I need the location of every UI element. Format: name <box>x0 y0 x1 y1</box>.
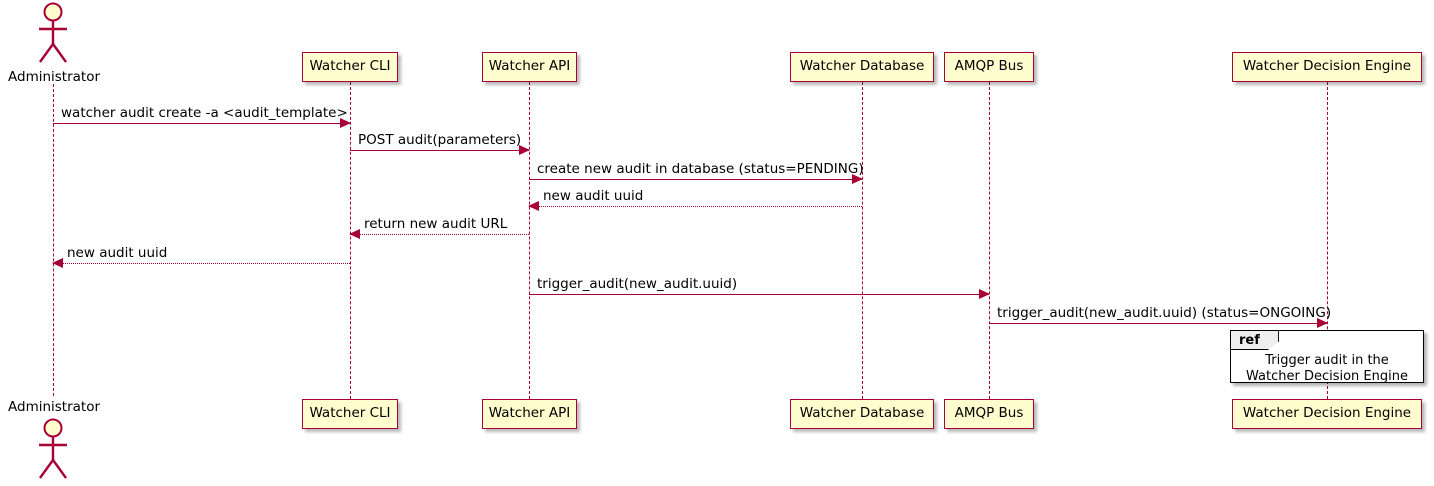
participant-label-watcher-api-footer: Watcher API <box>488 405 571 422</box>
message-m7: trigger_audit(new_audit.uuid) <box>529 277 990 299</box>
ref-fragment-line-1: Trigger audit in the <box>1265 353 1389 368</box>
message-m5: return new audit URL <box>349 217 529 239</box>
participant-label-decision-engine-footer: Watcher Decision Engine <box>1242 405 1412 422</box>
participant-box-watcher-database-footer[interactable]: Watcher Database <box>790 399 934 429</box>
message-label-m8: trigger_audit(new_audit.uuid) (status=ON… <box>997 304 1332 321</box>
arrowhead-right-icon <box>1317 317 1328 328</box>
lifeline-watcher-database <box>862 82 863 399</box>
arrowhead-right-icon <box>340 117 351 128</box>
participant-box-watcher-database-header[interactable]: Watcher Database <box>790 52 934 82</box>
message-m8: trigger_audit(new_audit.uuid) (status=ON… <box>989 306 1331 328</box>
participant-label-watcher-database-footer: Watcher Database <box>799 405 925 422</box>
actor-administrator-footer <box>30 418 76 480</box>
message-line-m3 <box>529 179 862 180</box>
message-m4: new audit uuid <box>528 189 862 211</box>
actor-administrator-header <box>30 2 76 64</box>
message-label-m5: return new audit URL <box>364 215 508 232</box>
participant-box-watcher-api-footer[interactable]: Watcher API <box>482 399 577 429</box>
message-line-m2 <box>350 150 529 151</box>
lifeline-decision-engine <box>1327 82 1328 399</box>
participant-label-watcher-cli-header: Watcher CLI <box>309 58 391 75</box>
participant-label-amqp-bus-header: AMQP Bus <box>954 58 1024 75</box>
message-m2: POST audit(parameters) <box>350 133 530 155</box>
message-line-m4 <box>529 206 862 207</box>
arrowhead-left-icon <box>349 228 360 239</box>
participant-label-watcher-api-header: Watcher API <box>488 58 571 75</box>
participant-label-watcher-cli-footer: Watcher CLI <box>309 405 391 422</box>
participant-label-decision-engine-header: Watcher Decision Engine <box>1242 58 1412 75</box>
message-line-m6 <box>53 263 350 264</box>
actor-label-administrator-header: Administrator <box>8 69 101 85</box>
message-label-m2: POST audit(parameters) <box>358 131 522 148</box>
message-line-m5 <box>350 234 529 235</box>
ref-fragment-keyword: ref <box>1231 331 1279 350</box>
lifeline-amqp-bus <box>989 82 990 399</box>
message-line-m8 <box>989 323 1327 324</box>
message-label-m1: watcher audit create -a <audit_template> <box>61 104 348 121</box>
participant-box-amqp-bus-header[interactable]: AMQP Bus <box>944 52 1034 82</box>
message-m1: watcher audit create -a <audit_template> <box>53 106 351 128</box>
participant-box-watcher-cli-footer[interactable]: Watcher CLI <box>302 399 398 429</box>
participant-box-watcher-api-header[interactable]: Watcher API <box>482 52 577 82</box>
participant-label-amqp-bus-footer: AMQP Bus <box>954 405 1024 422</box>
message-line-m1 <box>53 123 350 124</box>
participant-box-decision-engine-footer[interactable]: Watcher Decision Engine <box>1232 399 1422 429</box>
arrowhead-left-icon <box>528 200 539 211</box>
participant-box-watcher-cli-header[interactable]: Watcher CLI <box>302 52 398 82</box>
lifeline-watcher-api <box>529 82 530 399</box>
actor-label-administrator-footer: Administrator <box>8 399 101 415</box>
message-m3: create new audit in database (status=PEN… <box>529 162 864 184</box>
participant-box-amqp-bus-footer[interactable]: AMQP Bus <box>944 399 1034 429</box>
participant-box-decision-engine-header[interactable]: Watcher Decision Engine <box>1232 52 1422 82</box>
participant-label-watcher-database-header: Watcher Database <box>799 58 925 75</box>
arrowhead-right-icon <box>979 288 990 299</box>
arrowhead-right-icon <box>852 173 863 184</box>
lifeline-administrator <box>53 84 54 396</box>
message-m6: new audit uuid <box>52 246 350 268</box>
message-label-m6: new audit uuid <box>67 244 168 261</box>
message-label-m4: new audit uuid <box>543 187 644 204</box>
message-label-m7: trigger_audit(new_audit.uuid) <box>537 275 738 292</box>
lifeline-watcher-cli <box>350 82 351 399</box>
ref-fragment-line-2: Watcher Decision Engine <box>1246 369 1408 384</box>
arrowhead-right-icon <box>519 144 530 155</box>
message-line-m7 <box>529 294 989 295</box>
message-label-m3: create new audit in database (status=PEN… <box>537 160 864 177</box>
arrowhead-left-icon <box>52 257 63 268</box>
